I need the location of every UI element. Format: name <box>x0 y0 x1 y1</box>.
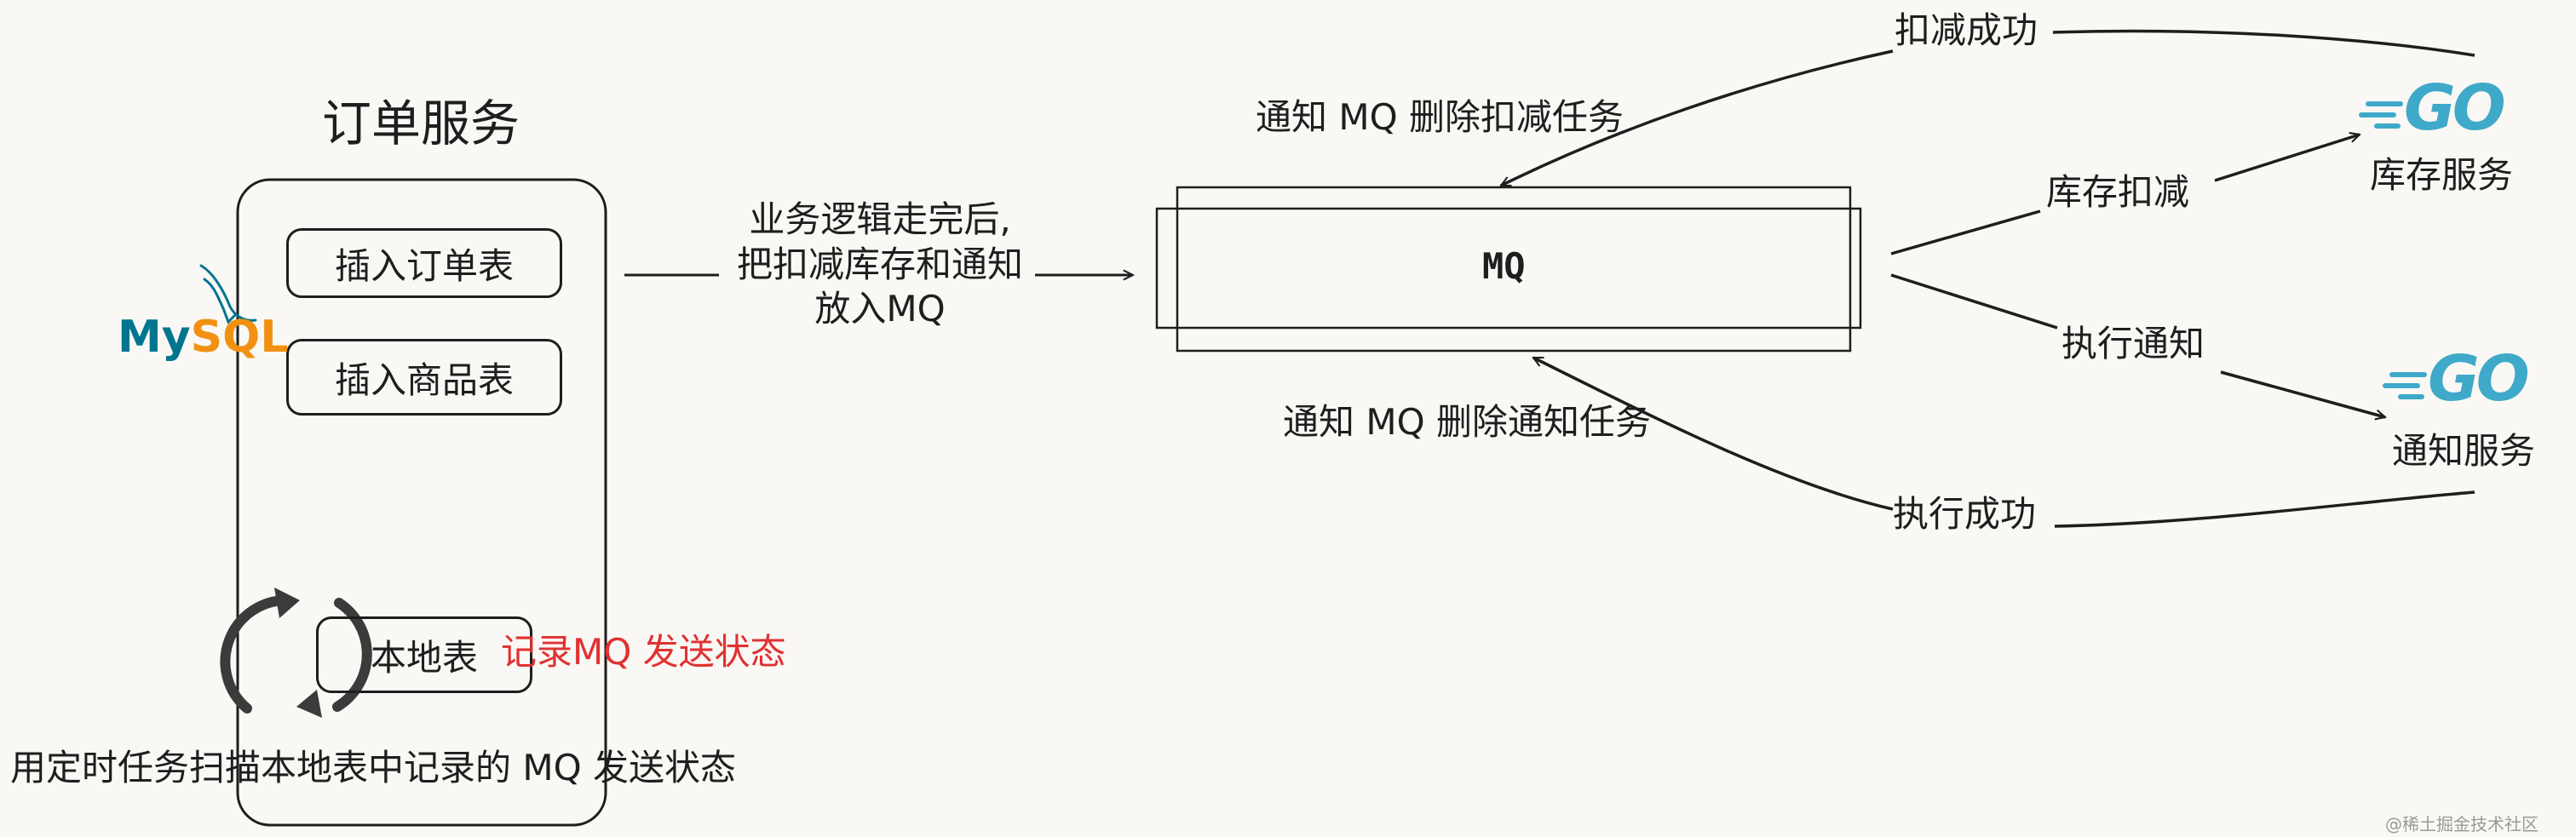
go-speed-lines-stock <box>2359 101 2403 129</box>
mysql-dolphin-icon <box>199 264 257 324</box>
order-service-title: 订单服务 <box>322 95 520 152</box>
notify-delete-notice-label: 通知 MQ 删除通知任务 <box>1283 401 1651 443</box>
insert-goods-box: 插入商品表 <box>286 339 562 416</box>
mq-label: MQ <box>1482 245 1526 287</box>
mq-box-inner <box>1176 186 1852 353</box>
go-logo-stock: GO <box>2404 72 2506 145</box>
order-service-container <box>236 178 607 827</box>
arrow-stock-success-head <box>1501 49 1894 187</box>
mysql-logo-sql: SQL <box>190 312 289 363</box>
business-flow-label: 业务逻辑走完后, 把扣减库存和通知 放入MQ <box>722 198 1038 332</box>
mq-box-outer <box>1155 207 1862 330</box>
business-flow-line-3: 放入MQ <box>814 288 946 330</box>
business-flow-line-1: 业务逻辑走完后, <box>749 198 1011 240</box>
business-flow-line-2: 把扣减库存和通知 <box>736 243 1023 285</box>
insert-goods-label: 插入商品表 <box>334 358 514 401</box>
cycle-icon-arrowheads <box>274 588 322 718</box>
go-speed-lines-notice <box>2383 372 2427 399</box>
mysql-logo-my: My <box>118 312 191 363</box>
exec-success-label: 执行成功 <box>1893 493 2037 535</box>
arrow-stock-success-tail <box>2052 29 2475 57</box>
arrow-notice-success-head <box>1533 356 1894 511</box>
watermark: @稀土掘金技术社区 <box>2385 814 2539 834</box>
notice-service-label: 通知服务 <box>2392 430 2536 472</box>
insert-order-box: 插入订单表 <box>286 228 562 298</box>
cycle-icon <box>220 594 372 714</box>
insert-order-label: 插入订单表 <box>334 244 514 287</box>
arrow-notice-success-tail <box>2054 490 2475 528</box>
local-table-box: 本地表 <box>316 616 532 693</box>
notify-delete-deduct-label: 通知 MQ 删除扣减任务 <box>1256 96 1624 138</box>
local-table-label: 本地表 <box>370 636 478 679</box>
scan-note: 用定时任务扫描本地表中记录的 MQ 发送状态 <box>10 747 736 788</box>
mysql-logo: MySQL <box>118 312 288 363</box>
arrow-mq-to-notice <box>1890 273 2058 330</box>
arrow-mq-to-notice-head <box>2220 370 2385 417</box>
arrow-mq-to-stock-head <box>2214 135 2360 182</box>
arrow-mq-to-stock <box>1890 209 2041 255</box>
deduct-stock-label: 库存扣减 <box>2046 171 2190 213</box>
stock-service-label: 库存服务 <box>2370 154 2514 196</box>
exec-notice-label: 执行通知 <box>2061 323 2205 364</box>
deduct-success-label: 扣减成功 <box>1895 9 2038 51</box>
go-logo-notice: GO <box>2428 342 2530 416</box>
record-status-note: 记录MQ 发送状态 <box>501 631 786 673</box>
